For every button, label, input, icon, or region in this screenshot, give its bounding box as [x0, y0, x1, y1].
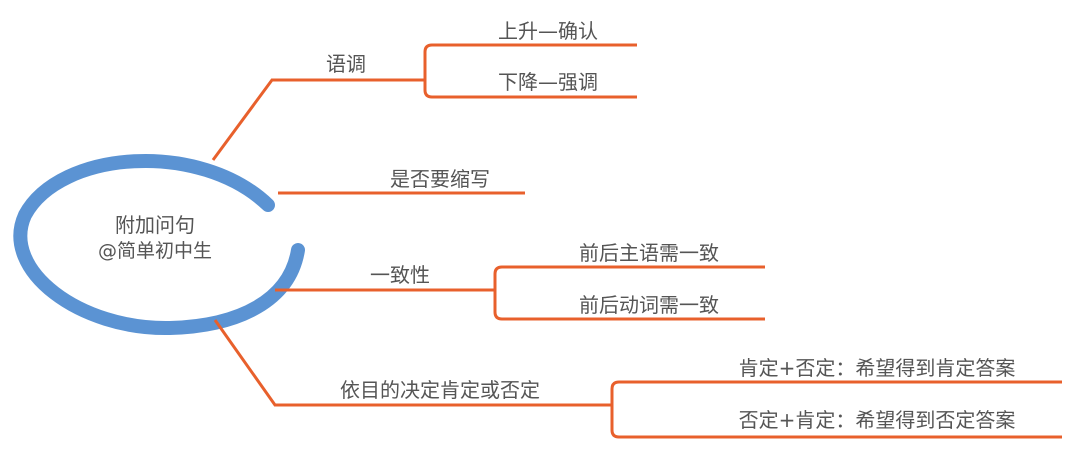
branch-line-purpose — [213, 319, 612, 407]
root-subtitle: @简单初中生 — [97, 240, 213, 262]
root-node: 附加问句 @简单初中生 — [98, 212, 212, 264]
node-positive-negative: 肯定+否定：希望得到肯定答案 — [738, 356, 1016, 380]
node-negative-positive: 否定+肯定：希望得到否定答案 — [738, 408, 1016, 432]
branch-contraction: 是否要缩写 — [390, 167, 490, 191]
branch-agreement: 一致性 — [370, 263, 430, 287]
branch-line-tone — [211, 78, 425, 161]
node-falling: 下降—强调 — [498, 70, 598, 94]
root-title: 附加问句 — [114, 213, 195, 237]
node-verb-agreement: 前后动词需一致 — [579, 293, 719, 317]
bracket-agreement — [493, 265, 765, 321]
branch-tone: 语调 — [326, 52, 366, 76]
bracket-purpose — [610, 380, 1062, 439]
node-rising: 上升—确认 — [498, 19, 598, 43]
node-subject-agreement: 前后主语需一致 — [579, 241, 719, 265]
branch-purpose: 依目的决定肯定或否定 — [340, 378, 540, 402]
bracket-tone — [423, 43, 637, 99]
root-ring — [13, 154, 305, 336]
